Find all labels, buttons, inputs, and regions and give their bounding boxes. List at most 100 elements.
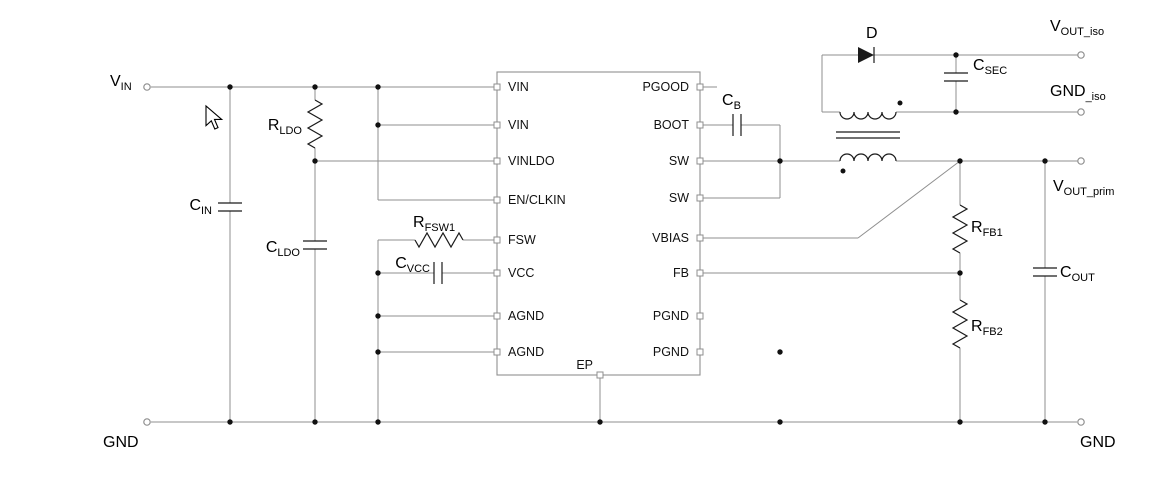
mouse-cursor-icon <box>205 104 224 130</box>
junction-dot <box>312 84 318 90</box>
ic-pin-label: EN/CLKIN <box>508 193 566 207</box>
junction-dot <box>375 419 381 425</box>
ic-pin <box>493 121 501 129</box>
ic-pin-label: VBIAS <box>652 231 689 245</box>
label-rfb2: RFB2 <box>971 318 1003 338</box>
ic-pin-label: VINLDO <box>508 154 555 168</box>
ic-pin <box>493 196 501 204</box>
terminals <box>143 51 1085 426</box>
label-gnd-left: GND <box>103 434 139 451</box>
phase-dot-primary <box>840 168 846 174</box>
label-vin: VIN <box>110 73 132 93</box>
label-rfb1: RFB1 <box>971 219 1003 239</box>
diode-d <box>858 47 875 63</box>
ic-u1: VIN VIN VINLDO EN/CLKIN FSW VCC AGND AGN… <box>493 71 704 379</box>
wire-net <box>151 54 1078 423</box>
ic-pin <box>696 348 704 356</box>
ic-pin <box>696 312 704 320</box>
ic-pin-label: PGND <box>653 345 689 359</box>
ic-pin-label: AGND <box>508 345 544 359</box>
junction-dot <box>375 313 381 319</box>
label-csec: CSEC <box>973 57 1007 77</box>
label-cb: CB <box>722 92 741 112</box>
ic-pin <box>696 194 704 202</box>
junction-dots <box>227 52 1048 425</box>
junction-dot <box>777 419 783 425</box>
terminal-vout-iso <box>1077 51 1085 59</box>
terminal-vout-prim <box>1077 157 1085 165</box>
ic-pin-labels: VIN VIN VINLDO EN/CLKIN FSW VCC AGND AGN… <box>508 80 689 372</box>
terminal-gnd-left <box>143 418 151 426</box>
junction-dot <box>312 419 318 425</box>
label-vout-prim: VOUT_prim <box>1053 178 1114 198</box>
ic-pin-label: SW <box>669 191 689 205</box>
label-rfsw1: RFSW1 <box>413 214 455 234</box>
junction-dot <box>953 52 959 58</box>
ic-pins <box>493 83 704 379</box>
ic-pin-label: SW <box>669 154 689 168</box>
junction-dot <box>227 84 233 90</box>
ic-pin-label: VIN <box>508 80 529 94</box>
junction-dot <box>227 419 233 425</box>
junction-dot <box>957 158 963 164</box>
resistor-rfsw1 <box>414 231 464 249</box>
junction-dot <box>957 419 963 425</box>
label-cldo: CLDO <box>266 239 301 259</box>
capacitor-csec <box>944 72 968 82</box>
ic-pin <box>493 269 501 277</box>
ic-pin-label: VCC <box>508 266 534 280</box>
secondary-winding <box>839 111 897 120</box>
ic-pin-label: FSW <box>508 233 536 247</box>
coupled-inductor <box>836 100 903 174</box>
resistor-rfb2 <box>951 299 969 349</box>
ic-pin-label-ep: EP <box>576 358 593 372</box>
ic-pin <box>493 312 501 320</box>
ic-pin <box>696 83 704 91</box>
ic-pin <box>493 348 501 356</box>
phase-dot-secondary <box>897 100 903 106</box>
ic-pin-label: FB <box>673 266 689 280</box>
junction-dot <box>597 419 603 425</box>
ic-pin-label: VIN <box>508 118 529 132</box>
capacitor-cldo <box>303 240 327 250</box>
ic-pin <box>696 157 704 165</box>
ic-pin <box>696 269 704 277</box>
junction-dot <box>777 158 783 164</box>
terminal-gnd-iso <box>1077 108 1085 116</box>
terminal-vin <box>143 83 151 91</box>
label-gnd-iso: GND_iso <box>1050 83 1106 103</box>
label-cvcc: CVCC <box>395 255 430 275</box>
resistor-rfb1 <box>951 204 969 254</box>
junction-dot <box>312 158 318 164</box>
primary-winding <box>839 153 897 162</box>
capacitor-cvcc <box>433 262 443 284</box>
ic-pin <box>493 157 501 165</box>
label-vout-iso: VOUT_iso <box>1050 18 1104 38</box>
ic-pin <box>493 83 501 91</box>
ic-pin <box>696 121 704 129</box>
capacitor-cb <box>732 114 742 136</box>
ic-pin-label: BOOT <box>654 118 690 132</box>
label-rldo: RLDO <box>268 117 303 137</box>
junction-dot <box>375 122 381 128</box>
terminal-gnd-right <box>1077 418 1085 426</box>
ic-pin <box>696 234 704 242</box>
ic-pin-label: AGND <box>508 309 544 323</box>
junction-dot <box>777 349 783 355</box>
resistor-rldo <box>306 99 324 149</box>
junction-dot <box>1042 419 1048 425</box>
ic-pin <box>493 236 501 244</box>
ic-pin-label: PGOOD <box>642 80 689 94</box>
ic-pin-label: PGND <box>653 309 689 323</box>
junction-dot <box>1042 158 1048 164</box>
capacitor-cin <box>218 202 242 212</box>
junction-dot <box>375 84 381 90</box>
label-gnd-right: GND <box>1080 434 1116 451</box>
junction-dot <box>375 349 381 355</box>
ic-pin-ep <box>596 371 604 379</box>
label-cin: CIN <box>189 197 212 217</box>
junction-dot <box>953 109 959 115</box>
junction-dot <box>957 270 963 276</box>
